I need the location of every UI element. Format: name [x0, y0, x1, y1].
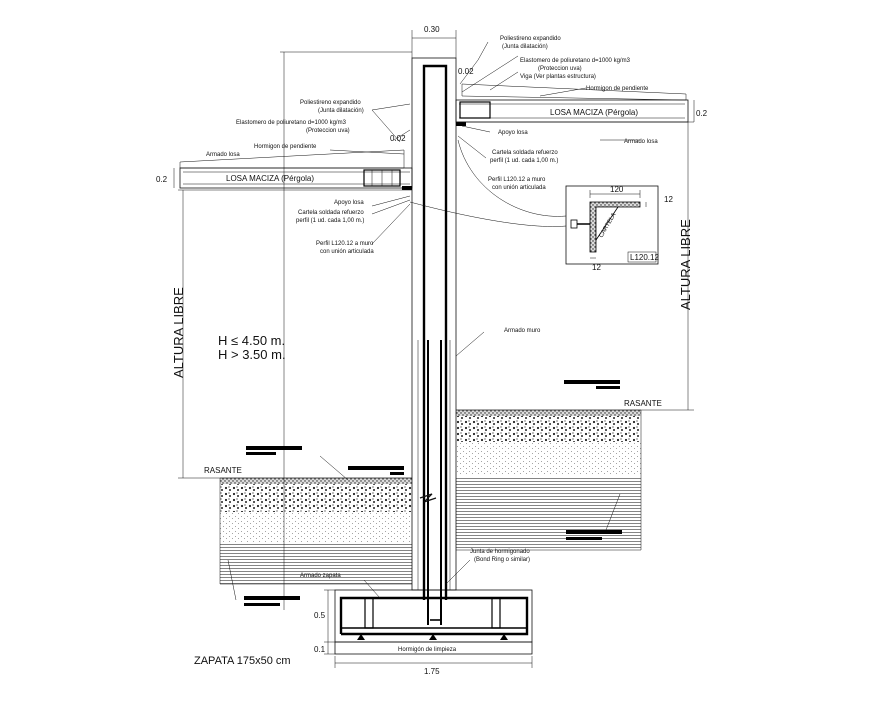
rasante-right-label: RASANTE	[624, 399, 662, 408]
elast-right-1: Elastomero de poliuretano d=1000 kg/m3	[520, 58, 631, 64]
dim-02-right: 0.2	[696, 109, 708, 118]
wall	[411, 57, 457, 625]
dim-01-label: 0.1	[314, 645, 326, 654]
perfil-left-2: con unión articulada	[320, 249, 374, 255]
text-labels: 0.30 0.02 0.02 Poliestireno expandido (J…	[156, 25, 708, 676]
armado-losa-left: Armado losa	[206, 152, 240, 158]
elast-left-1: Elastomero de poliuretano d=1000 kg/m3	[236, 120, 347, 126]
gap-left-label: 0.02	[390, 134, 406, 143]
ground-right	[456, 409, 642, 551]
poli-right-2: (Junta dilatación)	[502, 44, 548, 50]
profile-detail	[565, 185, 659, 265]
junta-label-2: (Bond Ring o similar)	[474, 557, 530, 563]
cartela-right-1: Cartela soldada refuerzo	[492, 150, 558, 156]
poli-left-2: (Junta dilatación)	[318, 108, 364, 114]
callout-bars	[244, 380, 622, 606]
dim-02-left: 0.2	[156, 175, 168, 184]
losa-left: LOSA MACIZA (Pérgola)	[226, 174, 314, 183]
perfil-right-1: Perfil L120.12 a muro	[488, 177, 546, 183]
altura-libre-right: ALTURA LIBRE	[678, 219, 693, 310]
detail-12-a: 12	[664, 195, 673, 204]
losa-right: LOSA MACIZA (Pérgola)	[550, 108, 638, 117]
cartela-left-2: perfil (1 ud. cada 1,00 m.)	[296, 218, 364, 224]
altura-libre-left: ALTURA LIBRE	[171, 287, 186, 378]
armado-zapata-label: Armado zapata	[300, 573, 341, 579]
zapata-label: ZAPATA 175x50 cm	[194, 655, 291, 667]
horm-pend-right: Hormigon de pendiente	[586, 86, 649, 92]
ground-left	[219, 477, 412, 585]
gap-right-label: 0.02	[458, 67, 474, 76]
detail-12-b: 12	[592, 263, 601, 272]
rasante-left-label: RASANTE	[204, 466, 242, 475]
footing	[334, 589, 533, 655]
apoyo-right: Apoyo losa	[498, 130, 528, 136]
elast-right-2: (Proteccion uva)	[538, 66, 582, 72]
cartela-right-2: perfil (1 ud. cada 1,00 m.)	[490, 158, 558, 164]
viga-right: Viga (Ver plantas estructura)	[520, 74, 596, 80]
dim-175-label: 1.75	[424, 667, 440, 676]
dim-05-label: 0.5	[314, 611, 326, 620]
perfil-left-1: Perfil L120.12 a muro	[316, 241, 374, 247]
horm-pend-left: Hormigon de pendiente	[254, 144, 317, 150]
apoyo-left: Apoyo losa	[334, 200, 364, 206]
poli-left-1: Poliestireno expandido	[300, 100, 361, 106]
detail-120: 120	[610, 185, 624, 194]
cartela-left-1: Cartela soldada refuerzo	[298, 210, 364, 216]
hormigon-limpieza-label: Hormigón de limpieza	[398, 647, 457, 653]
width-top-label: 0.30	[424, 25, 440, 34]
dimension-lines	[173, 30, 695, 668]
h-min-label: H > 3.50 m.	[218, 347, 286, 362]
slab-right	[455, 83, 689, 126]
poli-right-1: Poliestireno expandido	[500, 36, 561, 42]
junta-label-1: Junta de hormigonado	[470, 549, 530, 555]
armado-losa-right: Armado losa	[624, 139, 658, 145]
perfil-right-2: con unión articulada	[492, 185, 546, 191]
armado-muro-label: Armado muro	[504, 328, 541, 334]
h-max-label: H ≤ 4.50 m.	[218, 333, 285, 348]
detail-profile: L120.12	[630, 253, 659, 262]
slab-left	[179, 149, 413, 190]
elast-left-2: (Proteccion uva)	[306, 128, 350, 134]
